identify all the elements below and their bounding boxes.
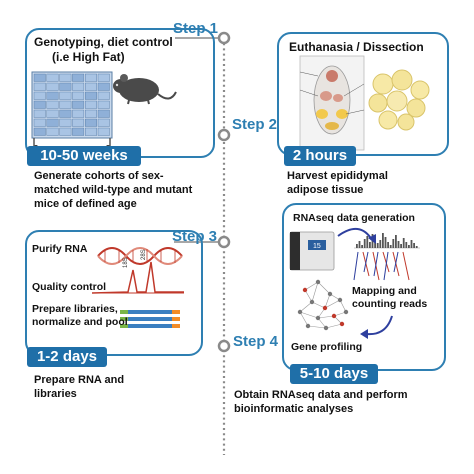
- step3-prepare-libraries-line1: Prepare libraries,: [32, 303, 118, 315]
- step3-caption-line1: Prepare RNA and: [34, 374, 125, 386]
- workflow-arrows-icon: [337, 228, 393, 339]
- step2-caption-line1: Harvest epididymal: [287, 170, 388, 182]
- step4-caption: Obtain RNAseq data and perform bioinform…: [234, 388, 469, 416]
- step1-caption-line1: Generate cohorts of sex-: [34, 170, 164, 182]
- adipocytes-icon: [368, 69, 430, 131]
- step1-title-line2: (i.e High Fat): [52, 50, 125, 64]
- timeline-node-4: [217, 339, 231, 353]
- step2-caption: Harvest epididymal adipose tissue: [287, 169, 457, 197]
- step2-duration: 2 hours: [284, 146, 356, 166]
- step1-duration: 10-50 weeks: [27, 146, 141, 166]
- step4-gene-profiling: Gene profiling: [291, 341, 363, 353]
- step3-panel: [25, 230, 203, 356]
- mouse-icon: [113, 74, 177, 105]
- step3-purify-rna: Purify RNA: [32, 243, 88, 255]
- qc-peak-label-28s: 28S: [141, 249, 147, 260]
- step2-caption-line2: adipose tissue: [287, 184, 364, 196]
- library-bars-icon: [120, 310, 180, 328]
- step2-label: Step 2: [232, 116, 278, 133]
- step3-caption: Prepare RNA and libraries: [34, 373, 194, 401]
- step3-prepare-libraries-line2: normalize and pool: [32, 316, 128, 328]
- qc-electropherogram-icon: 18S 28S: [91, 249, 184, 294]
- step4-mapping-line2: counting reads: [352, 298, 428, 310]
- step1-caption-line2: matched wild-type and mutant: [34, 184, 193, 196]
- read-coverage-plot-icon: [353, 233, 420, 281]
- step2-panel: [277, 32, 449, 156]
- step1-title-line1: Genotyping, diet control: [34, 35, 173, 49]
- svg-text:15: 15: [313, 243, 321, 250]
- gene-network-icon: [297, 279, 349, 331]
- step1-caption: Generate cohorts of sex- matched wild-ty…: [34, 169, 214, 211]
- sequencer-icon: 15: [289, 231, 335, 271]
- qc-peak-label-18s: 18S: [123, 257, 129, 268]
- timeline-node-2: [217, 128, 231, 142]
- step4-rnaseq-generation: RNAseq data generation: [293, 212, 415, 224]
- timeline-node-3: [217, 235, 231, 249]
- step3-caption-line2: libraries: [34, 388, 77, 400]
- step4-duration: 5-10 days: [290, 364, 378, 384]
- rna-strand-icon: [97, 247, 183, 265]
- step3-quality-control: Quality control: [32, 281, 107, 293]
- step4-caption-line1: Obtain RNAseq data and perform: [234, 389, 408, 401]
- step3-duration: 1-2 days: [27, 347, 107, 367]
- dissection-diagram-icon: [299, 55, 365, 151]
- cage-rack-icon: [31, 71, 113, 149]
- step4-caption-line2: bioinformatic analyses: [234, 403, 354, 415]
- step4-mapping-line1: Mapping and: [352, 285, 417, 297]
- step2-title: Euthanasia / Dissection: [289, 40, 424, 54]
- step4-label: Step 4: [233, 333, 279, 350]
- timeline-node-1: [217, 31, 231, 45]
- step1-caption-line3: mice of defined age: [34, 198, 137, 210]
